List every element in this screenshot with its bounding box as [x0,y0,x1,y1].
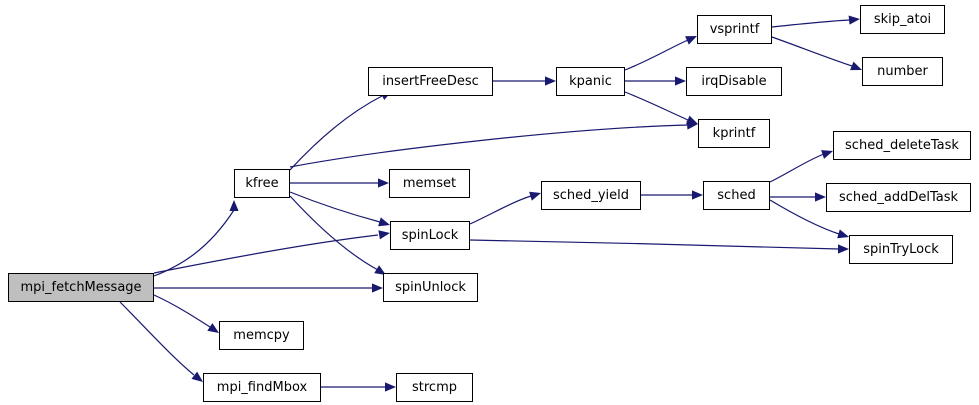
graph-node-label: mpi_fetchMessage [20,280,142,295]
call-edge [289,195,379,271]
arrowhead-icon [686,115,698,125]
call-edge [119,301,195,376]
graph-node-insertFreeDesc[interactable]: insertFreeDesc [368,67,493,96]
call-edge [769,153,825,183]
arrowhead-icon [821,150,833,159]
graph-node-label: sched [717,188,756,203]
graph-node-sched_deleteTask[interactable]: sched_deleteTask [833,131,971,160]
arrowhead-icon [686,120,698,130]
call-edge [624,91,689,121]
arrowhead-icon [385,382,396,392]
call-edge [469,239,840,250]
arrowhead-icon [229,200,239,211]
arrowhead-icon [545,76,556,86]
graph-node-spinUnlock[interactable]: spinUnlock [383,273,478,302]
graph-node-mpi_fetchMessage[interactable]: mpi_fetchMessage [8,273,154,302]
call-edge [624,39,689,71]
call-edge [289,95,383,171]
graph-node-kprintf[interactable]: kprintf [698,119,770,148]
arrowhead-icon [378,230,390,240]
graph-node-label: irqDisable [701,74,767,89]
arrowhead-icon [675,76,686,86]
graph-node-sched_addDelTask[interactable]: sched_addDelTask [826,183,971,212]
call-edge [153,234,379,274]
graph-node-label: number [877,64,928,79]
graph-node-spinLock[interactable]: spinLock [390,221,470,250]
graph-node-label: kpanic [569,74,612,89]
graph-node-sched[interactable]: sched [703,181,770,210]
graph-node-label: vsprintf [709,22,760,37]
graph-node-label: sched_deleteTask [845,138,959,153]
arrowhead-icon [850,61,862,71]
arrowhead-icon [692,190,703,200]
graph-node-label: kprintf [712,126,756,141]
call-edge [289,124,689,168]
call-edge [153,294,211,328]
graph-node-mpi_findMbox[interactable]: mpi_findMbox [203,373,321,402]
graph-node-skip_atoi[interactable]: skip_atoi [860,5,945,34]
arrowhead-icon [838,244,849,254]
call-edge [771,19,851,28]
graph-node-sched_yield[interactable]: sched_yield [541,181,641,210]
graph-node-kpanic[interactable]: kpanic [556,67,625,96]
arrowhead-icon [372,283,383,293]
graph-node-vsprintf[interactable]: vsprintf [697,15,772,44]
graph-node-number[interactable]: number [862,57,943,86]
arrowhead-icon [191,371,203,382]
graph-node-label: mpi_findMbox [216,380,308,395]
arrowhead-icon [685,36,697,45]
graph-node-strcmp[interactable]: strcmp [396,373,473,402]
graph-node-label: memcpy [233,328,290,343]
graph-node-label: memset [402,176,457,191]
graph-node-label: strcmp [412,380,457,395]
graph-node-label: spinLock [401,228,459,243]
graph-node-label: kfree [245,176,279,191]
arrowhead-icon [837,229,849,239]
arrowhead-icon [378,217,390,227]
arrowhead-icon [815,192,826,202]
graph-node-label: insertFreeDesc [382,74,479,89]
call-edge [289,191,381,223]
call-edge [771,36,853,67]
graph-node-kfree[interactable]: kfree [234,169,290,198]
call-edge [469,195,532,225]
graph-node-label: sched_yield [552,188,630,203]
graph-node-label: spinUnlock [395,280,466,295]
graph-node-label: spinTryLock [863,242,939,257]
graph-node-memset[interactable]: memset [389,169,470,198]
arrowhead-icon [848,15,860,25]
arrowhead-icon [378,178,389,188]
graph-node-memcpy[interactable]: memcpy [219,321,304,350]
graph-node-label: skip_atoi [873,12,932,27]
arrowhead-icon [207,323,219,333]
graph-node-label: sched_addDelTask [838,190,959,205]
graph-node-spinTryLock[interactable]: spinTryLock [849,235,953,264]
graph-node-irqDisable[interactable]: irqDisable [686,67,782,96]
call-edge [153,209,235,277]
arrowhead-icon [529,191,541,201]
